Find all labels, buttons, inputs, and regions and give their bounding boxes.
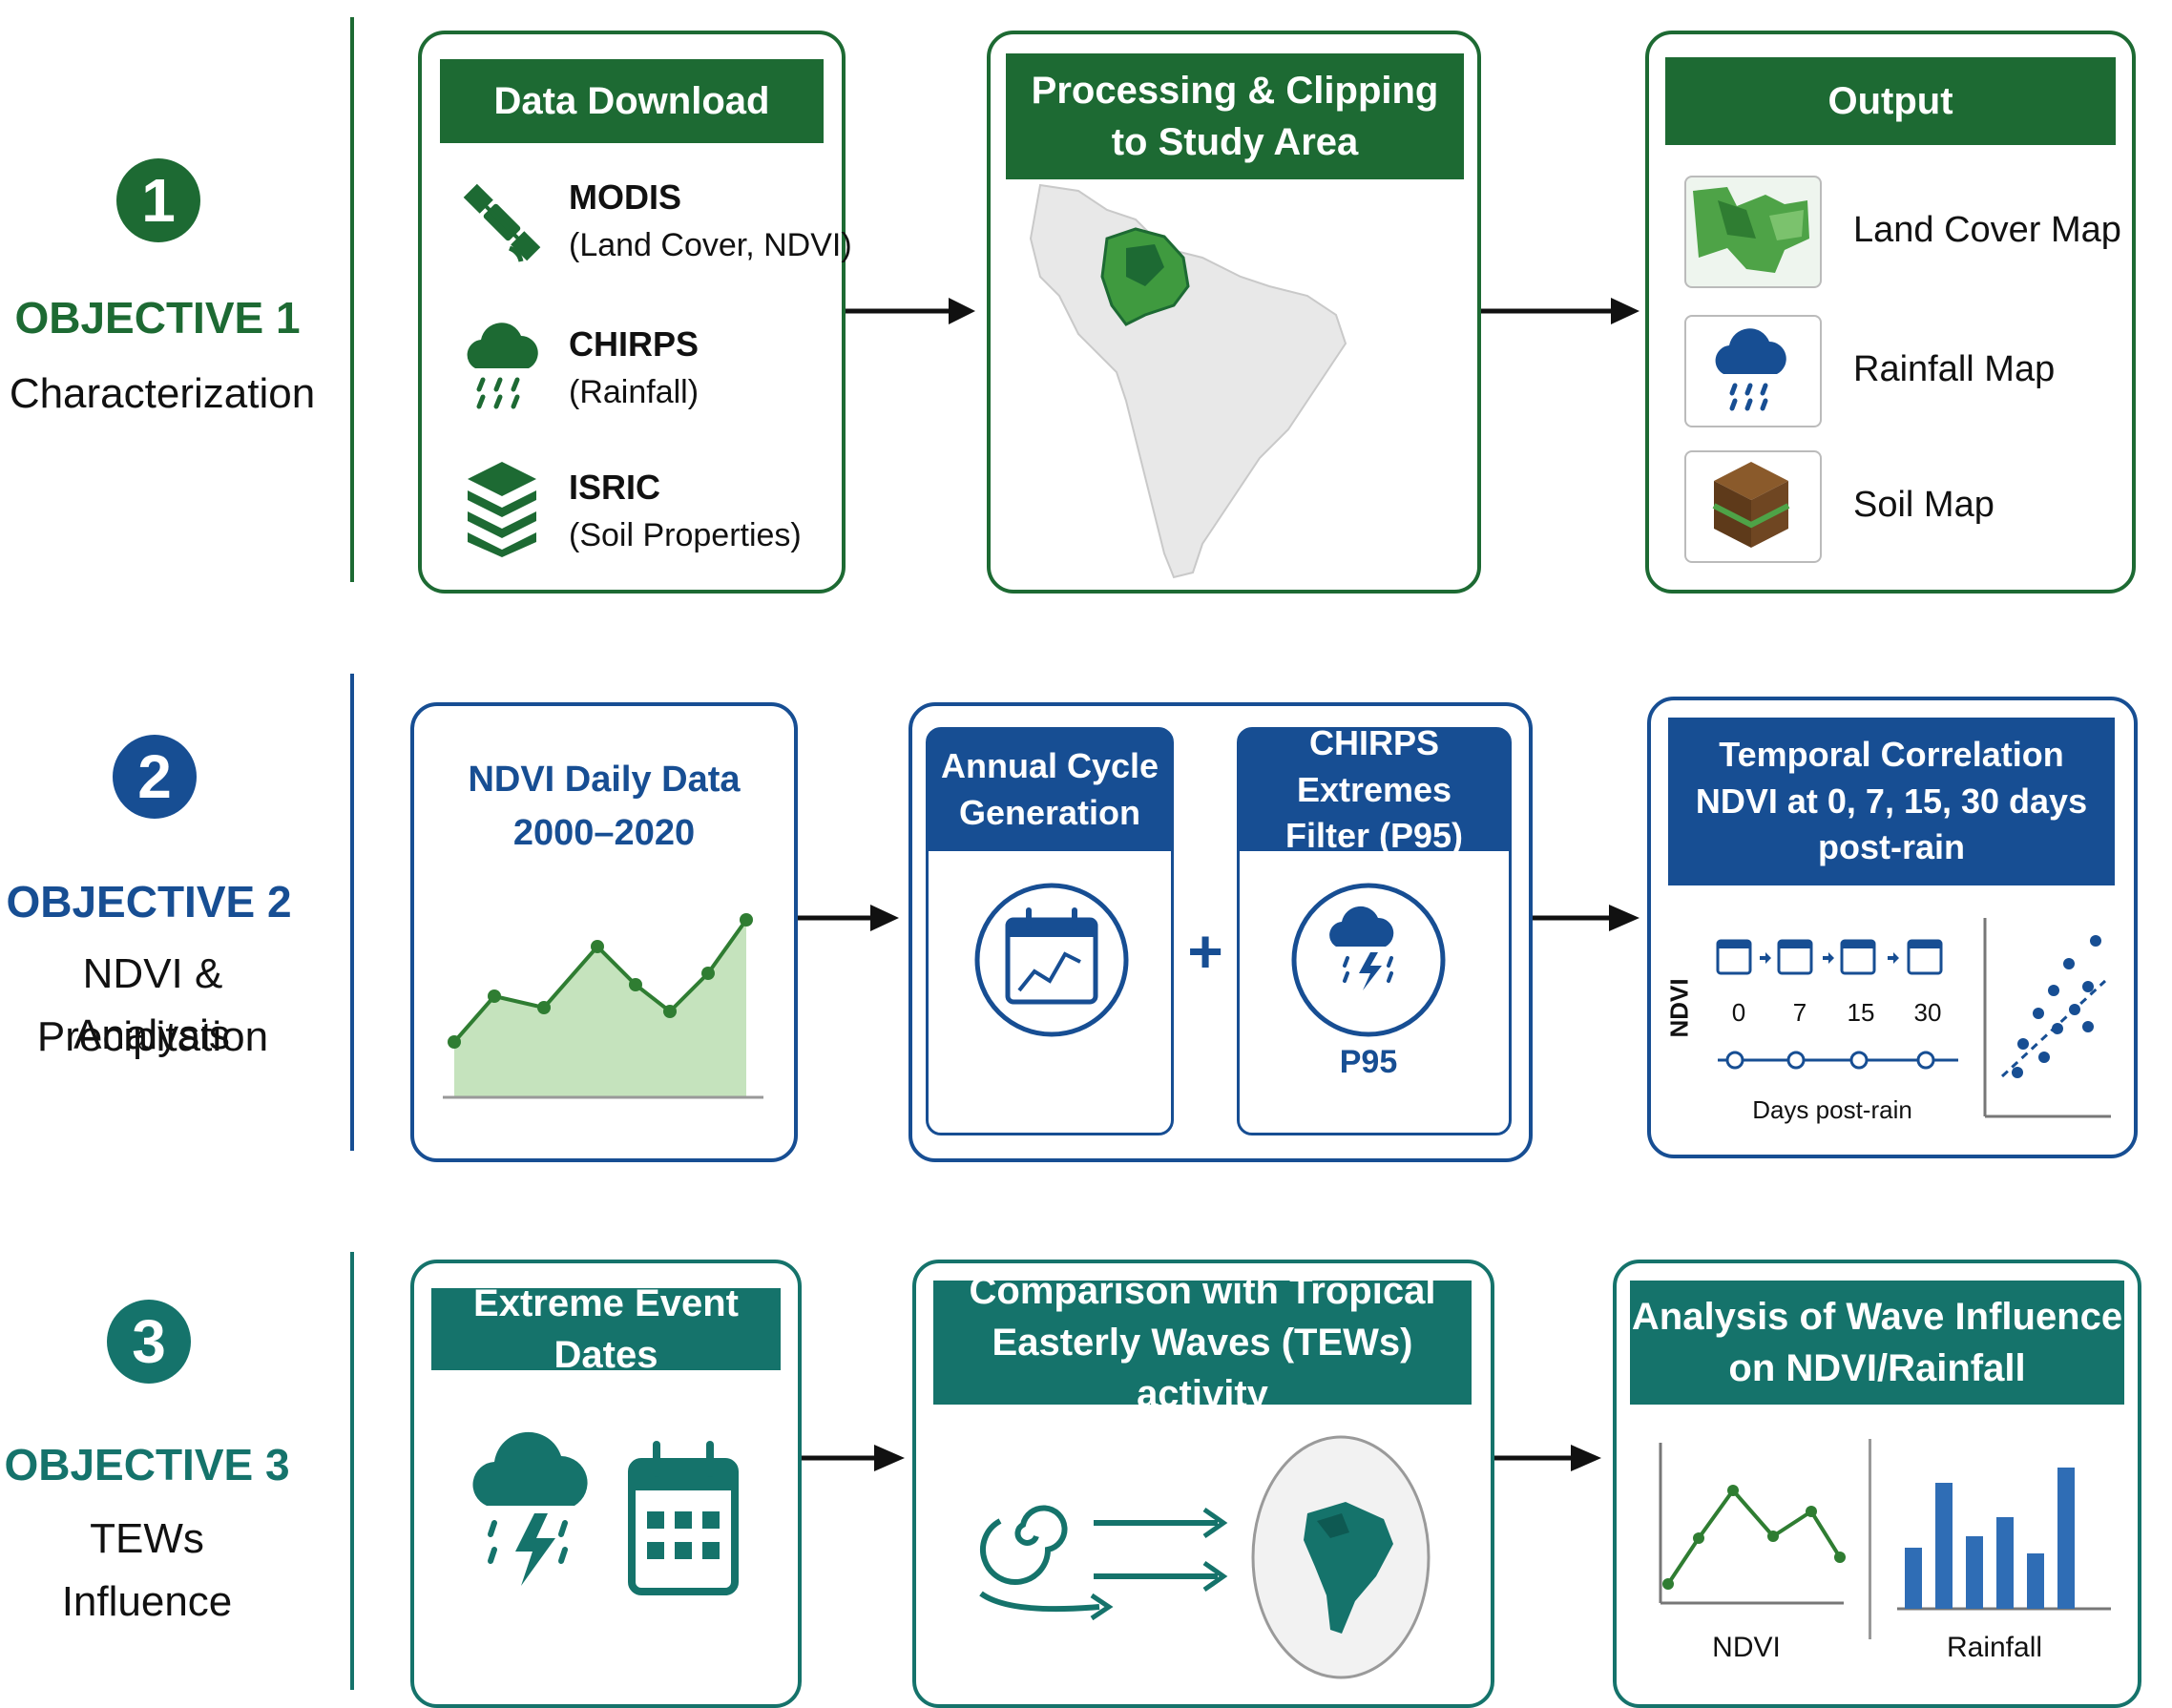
isric-name: ISRIC	[569, 468, 661, 507]
soil-map-label: Soil Map	[1853, 485, 1994, 525]
day-label-0: 0	[1731, 998, 1746, 1027]
south-america-map-icon	[1029, 183, 1347, 579]
day-label-30: 30	[1913, 998, 1942, 1027]
data-download-header: Data Download	[440, 59, 824, 143]
arrow-3b	[1494, 1445, 1601, 1471]
day-label-15: 15	[1847, 998, 1875, 1027]
ndvi-daily-title-line1: NDVI Daily Data	[468, 760, 741, 800]
arrow-1a	[846, 298, 975, 324]
ndvi-area-chart-icon	[443, 913, 763, 1099]
objective2-subtitle-line1: NDVI & Precipitation	[36, 950, 269, 1060]
comparison-header-line1: Comparison with Tropical	[969, 1270, 1436, 1312]
objective3-number-badge: 3	[107, 1300, 191, 1384]
objective2-subtitle-line2: Analysis	[73, 1011, 230, 1058]
globe-icon	[1251, 1435, 1431, 1679]
analysis-rainfall-label: Rainfall	[1946, 1632, 2043, 1663]
output-header: Output	[1665, 57, 2116, 145]
temporal-header-line1: Temporal Correlation	[1719, 735, 2064, 775]
processing-header-line2: to Study Area	[1111, 121, 1359, 163]
calendar-chart-icon	[974, 883, 1129, 1037]
isric-desc: (Soil Properties)	[569, 517, 802, 553]
temporal-y-label: NDVI	[1664, 978, 1694, 1038]
storm-cloud-icon	[472, 1431, 588, 1586]
rainfall-map-label: Rainfall Map	[1853, 349, 2056, 389]
analysis-header-line2: on NDVI/Rainfall	[1728, 1347, 2026, 1389]
modis-desc: (Land Cover, NDVI)	[569, 227, 852, 263]
annual-cycle-header-line1: Annual Cycle	[940, 746, 1159, 786]
scatter-plot-icon	[1983, 918, 2111, 1118]
objective2-number-badge: 2	[113, 735, 197, 819]
comparison-header: Comparison with Tropical Easterly Waves …	[933, 1270, 1472, 1415]
rainfall-bar-icon	[1897, 1468, 2111, 1611]
analysis-ndvi-label: NDVI	[1712, 1632, 1781, 1663]
processing-header: Processing & Clipping to Study Area	[1006, 53, 1464, 179]
plus-sign: +	[1187, 917, 1223, 986]
objective1-number-badge: 1	[116, 158, 200, 242]
chirps-name: CHIRPS	[569, 324, 700, 364]
land-cover-map-icon	[1693, 187, 1809, 273]
objective2-title: OBJECTIVE 2	[6, 877, 292, 927]
temporal-header-line2: NDVI at 0, 7, 15, 30 days	[1695, 781, 2088, 821]
temporal-header-line3: post-rain	[1817, 827, 1965, 867]
processing-header-line1: Processing & Clipping	[1031, 70, 1439, 112]
annual-cycle-header: Annual Cycle Generation	[928, 729, 1172, 851]
day-label-7: 7	[1792, 998, 1807, 1027]
chirps-filter-header-line2: Filter (P95)	[1284, 816, 1464, 856]
annual-cycle-header-line2: Generation	[958, 793, 1141, 832]
objective3-subtitle: TEWs Influence	[61, 1515, 233, 1625]
ndvi-line-icon	[1659, 1443, 1846, 1605]
land-cover-map-label: Land Cover Map	[1853, 210, 2121, 250]
p95-label: P95	[1339, 1044, 1398, 1080]
objective1-subtitle: Characterization	[9, 370, 316, 417]
arrow-3a	[802, 1445, 905, 1471]
temporal-x-label: Days post-rain	[1752, 1095, 1912, 1124]
storm-cloud-icon	[1291, 883, 1446, 1037]
analysis-divider	[1869, 1439, 1871, 1639]
chirps-filter-header: CHIRPS Extremes Filter (P95)	[1239, 723, 1510, 855]
wave-swirl-icon	[979, 1505, 1228, 1621]
day-calendars-icon	[1716, 939, 1943, 975]
chirps-filter-header-line1: CHIRPS Extremes	[1296, 723, 1452, 809]
soil-layers-icon	[468, 462, 536, 557]
rain-cloud-icon	[1715, 328, 1786, 411]
comparison-header-line2: Easterly Waves (TEWs) activity	[992, 1322, 1413, 1415]
soil-block-icon	[1712, 462, 1790, 548]
objective2-divider	[350, 674, 354, 1151]
analysis-header: Analysis of Wave Influence on NDVI/Rainf…	[1630, 1281, 2124, 1405]
analysis-header-line1: Analysis of Wave Influence	[1631, 1296, 2123, 1338]
day-timeline	[1718, 1051, 1958, 1070]
chirps-desc: (Rainfall)	[569, 374, 700, 410]
satellite-icon	[463, 183, 541, 262]
objective3-title: OBJECTIVE 3	[4, 1440, 290, 1489]
arrow-2a	[798, 905, 899, 931]
extreme-dates-header: Extreme Event Dates	[431, 1282, 781, 1376]
arrow-2b	[1533, 905, 1639, 931]
arrow-1b	[1481, 298, 1639, 324]
ndvi-daily-title-line2: 2000–2020	[512, 813, 696, 853]
objective1-divider	[350, 17, 354, 582]
objective1-title: OBJECTIVE 1	[14, 293, 301, 343]
calendar-icon	[628, 1441, 739, 1595]
temporal-correlation-header: Temporal Correlation NDVI at 0, 7, 15, 3…	[1668, 718, 2115, 885]
rain-cloud-icon	[467, 323, 538, 409]
modis-name: MODIS	[569, 177, 682, 217]
objective3-divider	[350, 1252, 354, 1690]
